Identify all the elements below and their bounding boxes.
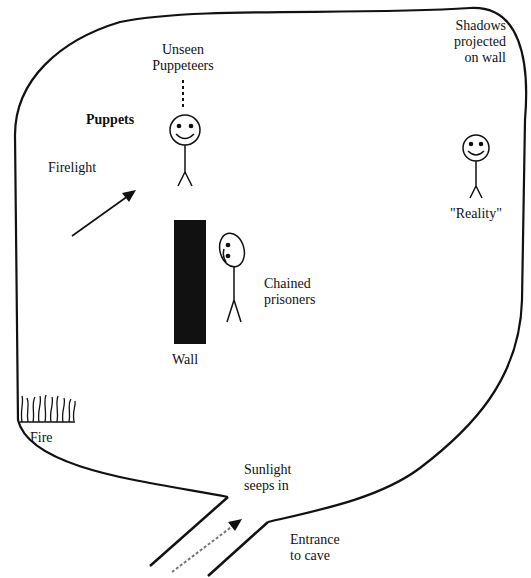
- cave-outline: [15, 8, 526, 522]
- puppet-label: Puppets: [86, 112, 156, 128]
- puppet-figure: [170, 115, 200, 186]
- fire-symbol: [20, 395, 75, 422]
- puppeteer-label: Unseen Puppeteers: [143, 42, 223, 74]
- entrance-wall: [150, 497, 228, 566]
- dotted-leader: [182, 80, 184, 108]
- sunlight-ray: [172, 525, 234, 572]
- arrow-head: [228, 519, 242, 531]
- firelight-label: Firelight: [48, 160, 128, 176]
- shadow-figure: [463, 135, 489, 198]
- sunlight-label: Sunlight seeps in: [244, 462, 308, 494]
- shadow-label: Shadows projected on wall: [438, 18, 506, 66]
- entrance-wall: [208, 522, 268, 576]
- prisoner-figure: [216, 230, 248, 322]
- firelight-ray: [72, 196, 128, 236]
- reality-label: "Reality": [438, 206, 514, 222]
- fire-label: Fire: [30, 430, 80, 446]
- cave-wall-block: [174, 220, 206, 344]
- arrow-head: [122, 190, 136, 202]
- entrance-label: Entrance to cave: [290, 532, 354, 564]
- wall-label: Wall: [172, 352, 222, 368]
- prisoner-label: Chained prisoners: [264, 276, 330, 308]
